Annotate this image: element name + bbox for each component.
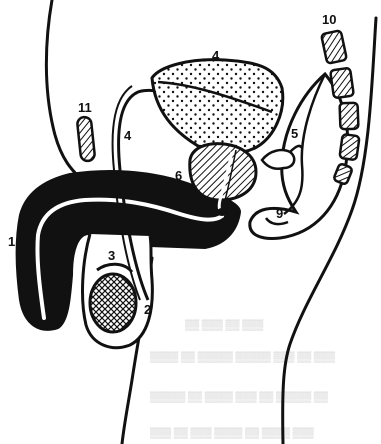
label-7: 7 [233, 206, 240, 221]
svg-text:▒▒ ▒▒▒ ▒▒ ▒▒▒: ▒▒ ▒▒▒ ▒▒ ▒▒▒ [185, 319, 264, 331]
label-5: 5 [291, 126, 298, 141]
label-3: 3 [108, 248, 115, 263]
urinary-bladder [152, 60, 283, 154]
label-2: 2 [144, 302, 151, 317]
label-1: 1 [8, 234, 15, 249]
sacrum-vertebrae [321, 30, 359, 185]
seminal-vesicle-tail [290, 146, 302, 152]
svg-text:▒▒▒ ▒▒ ▒▒▒ ▒▒▒▒ ▒▒ ▒▒▒▒ ▒▒▒: ▒▒▒ ▒▒ ▒▒▒ ▒▒▒▒ ▒▒ ▒▒▒▒ ▒▒▒ [150, 427, 315, 439]
bulbourethral-gland [217, 208, 227, 216]
label-6: 6 [175, 168, 182, 183]
label-9: 9 [276, 206, 283, 221]
pubic-bone [77, 116, 96, 161]
label-11: 11 [78, 100, 92, 115]
label-10: 10 [322, 12, 336, 27]
body-front-contour [46, 0, 80, 178]
bleed-through-text: ▒▒ ▒▒▒ ▒▒ ▒▒▒ ▒▒▒▒ ▒▒ ▒▒▒▒▒ ▒▒▒▒▒ ▒▒▒ ▒▒… [150, 319, 336, 439]
label-4-bladder: 4 [212, 48, 220, 63]
svg-text:▒▒▒▒ ▒▒ ▒▒▒▒▒ ▒▒▒▒▒ ▒▒▒ ▒▒ ▒▒▒: ▒▒▒▒ ▒▒ ▒▒▒▒▒ ▒▒▒▒▒ ▒▒▒ ▒▒ ▒▒▒ [150, 351, 336, 363]
svg-text:▒▒▒▒▒ ▒▒ ▒▒▒▒ ▒▒▒ ▒▒ ▒▒▒▒▒ ▒▒: ▒▒▒▒▒ ▒▒ ▒▒▒▒ ▒▒▒ ▒▒ ▒▒▒▒▒ ▒▒ [150, 391, 329, 403]
label-4-vas: 4 [124, 128, 132, 143]
testis [90, 274, 136, 332]
seminal-vesicle [262, 150, 294, 169]
